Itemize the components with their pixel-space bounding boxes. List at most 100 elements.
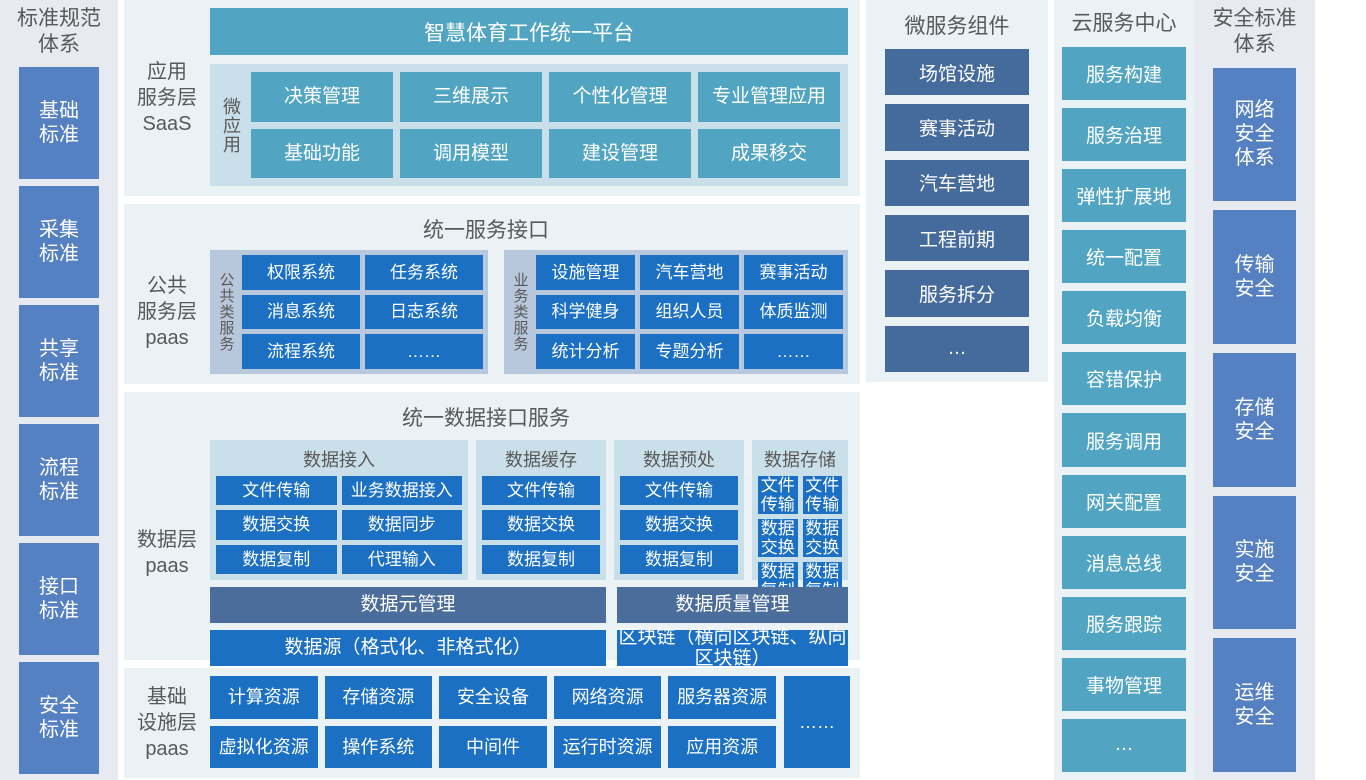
microservice-item-venue[interactable]: 场馆设施 — [885, 49, 1029, 96]
app-tile-personalized[interactable]: 个性化管理 — [549, 72, 691, 122]
infra-tile-compute[interactable]: 计算资源 — [210, 676, 318, 719]
micro-app-vertical-label: 微应用 — [221, 96, 241, 154]
cloud-item-service-build[interactable]: 服务构建 — [1062, 47, 1186, 101]
blockchain-bar[interactable]: 区块链（横向区块链、纵向区块链） — [617, 626, 848, 669]
biz-tile-fitness[interactable]: 科学健身 — [536, 294, 635, 330]
preprocess-tile-file-transfer[interactable]: 文件传输 — [620, 476, 738, 506]
data-quality-management-bar[interactable]: 数据质量管理 — [617, 587, 848, 623]
micro-app-grid: 决策管理 三维展示 个性化管理 专业管理应用 基础功能 调用模型 建设管理 成果… — [251, 72, 840, 178]
microservice-item-more[interactable]: … — [885, 325, 1029, 372]
security-standards-column: 安全标准 体系 网络安全体系 传输安全 存储安全 实施安全 运维安全 — [1194, 0, 1315, 780]
microservice-item-event[interactable]: 赛事活动 — [885, 104, 1029, 151]
app-tile-decision[interactable]: 决策管理 — [251, 72, 393, 122]
storage-tile-data-exchange-2[interactable]: 数据交换 — [802, 519, 842, 558]
security-item-network[interactable]: 网络安全体系 — [1213, 67, 1296, 202]
cloud-column-header: 云服务中心 — [1071, 12, 1177, 35]
biz-tile-topic-analysis[interactable]: 专题分析 — [640, 334, 739, 369]
storage-tile-file-transfer-2[interactable]: 文件传输 — [802, 476, 842, 515]
ingest-tile-business-data[interactable]: 业务数据接入 — [341, 476, 462, 506]
cache-tile-file-transfer[interactable]: 文件传输 — [482, 476, 600, 506]
preprocess-tile-data-exchange[interactable]: 数据交换 — [620, 510, 738, 540]
biz-tile-campsite[interactable]: 汽车营地 — [640, 255, 739, 290]
standards-item-sharing[interactable]: 共享标准 — [19, 304, 99, 417]
public-class-service-group: 公共类服务 权限系统 任务系统 消息系统 日志系统 流程系统 …… — [210, 250, 488, 374]
microservice-item-campsite[interactable]: 汽车营地 — [885, 159, 1029, 206]
ingest-tile-data-exchange[interactable]: 数据交换 — [216, 510, 337, 540]
biz-tile-personnel[interactable]: 组织人员 — [640, 294, 739, 330]
data-source-bar[interactable]: 数据源（格式化、非格式化） — [210, 630, 606, 666]
microservice-item-preproject[interactable]: 工程前期 — [885, 214, 1029, 262]
cloud-item-more[interactable]: … — [1062, 718, 1186, 772]
infra-tile-middleware[interactable]: 中间件 — [439, 725, 547, 768]
cloud-item-gateway-config[interactable]: 网关配置 — [1062, 474, 1186, 528]
public-class-service-vertical-label: 公共类服务 — [217, 272, 235, 352]
security-item-implementation[interactable]: 实施安全 — [1213, 495, 1296, 630]
app-tile-construction[interactable]: 建设管理 — [549, 128, 691, 178]
biz-tile-physique[interactable]: 体质监测 — [744, 294, 843, 330]
standards-item-security[interactable]: 安全标准 — [19, 661, 99, 774]
storage-tile-data-exchange-1[interactable]: 数据交换 — [758, 519, 798, 558]
app-tile-professional[interactable]: 专业管理应用 — [698, 72, 840, 122]
infra-tile-security-device[interactable]: 安全设备 — [439, 676, 547, 719]
pub-tile-task[interactable]: 任务系统 — [365, 255, 483, 290]
cloud-item-service-tracking[interactable]: 服务跟踪 — [1062, 596, 1186, 650]
micro-app-panel: 微应用 决策管理 三维展示 个性化管理 专业管理应用 基础功能 调用模型 建设管… — [210, 64, 848, 186]
app-tile-call-model[interactable]: 调用模型 — [400, 128, 542, 178]
cache-tile-data-exchange[interactable]: 数据交换 — [482, 510, 600, 540]
cloud-item-service-invoke[interactable]: 服务调用 — [1062, 413, 1186, 467]
biz-tile-more[interactable]: …… — [744, 334, 843, 369]
ingest-tile-data-replicate[interactable]: 数据复制 — [216, 544, 337, 574]
microservice-item-service-split[interactable]: 服务拆分 — [885, 270, 1029, 317]
infra-tile-network[interactable]: 网络资源 — [553, 676, 662, 719]
infra-tile-more[interactable]: …… — [784, 676, 850, 768]
security-item-storage[interactable]: 存储安全 — [1213, 352, 1296, 487]
pub-tile-workflow[interactable]: 流程系统 — [242, 334, 360, 369]
biz-tile-event[interactable]: 赛事活动 — [744, 255, 843, 290]
app-tile-handover[interactable]: 成果移交 — [698, 128, 840, 178]
app-tile-basic-function[interactable]: 基础功能 — [251, 128, 393, 178]
data-preprocess-group: 数据预处 文件传输 数据交换 数据复制 — [614, 440, 744, 580]
biz-tile-statistics[interactable]: 统计分析 — [536, 334, 635, 369]
cloud-item-message-bus[interactable]: 消息总线 — [1062, 535, 1186, 589]
infra-tile-runtime[interactable]: 运行时资源 — [553, 725, 662, 768]
standards-item-collection[interactable]: 采集标准 — [19, 185, 99, 298]
ingest-tile-data-sync[interactable]: 数据同步 — [341, 510, 462, 540]
public-service-layer-label: 公共 服务层 paas — [137, 275, 197, 349]
cloud-item-unified-config[interactable]: 统一配置 — [1062, 230, 1186, 284]
standards-item-process[interactable]: 流程标准 — [19, 423, 99, 536]
public-class-service-grid: 权限系统 任务系统 消息系统 日志系统 流程系统 …… — [242, 255, 483, 369]
security-item-operations[interactable]: 运维安全 — [1213, 638, 1296, 773]
standards-item-interface[interactable]: 接口标准 — [19, 542, 99, 655]
infra-tile-storage[interactable]: 存储资源 — [324, 676, 433, 719]
application-service-layer: 应用 服务层 SaaS 智慧体育工作统一平台 微应用 决策管理 三维展示 个性化… — [124, 0, 860, 196]
app-tile-3d-display[interactable]: 三维展示 — [400, 72, 542, 122]
storage-tile-file-transfer-1[interactable]: 文件传输 — [758, 476, 798, 515]
pub-tile-log[interactable]: 日志系统 — [365, 294, 483, 330]
data-ingest-grid: 文件传输 业务数据接入 数据交换 数据同步 数据复制 代理输入 — [216, 476, 462, 574]
data-layer-row: 数据层 paas 数据接入 文件传输 业务数据接入 数据交换 数据同步 — [124, 440, 848, 669]
ingest-tile-agent-input[interactable]: 代理输入 — [341, 544, 462, 574]
pub-tile-more[interactable]: …… — [365, 334, 483, 369]
cloud-item-service-governance[interactable]: 服务治理 — [1062, 108, 1186, 162]
data-preprocess-grid: 文件传输 数据交换 数据复制 — [620, 476, 738, 574]
pub-tile-message[interactable]: 消息系统 — [242, 294, 360, 330]
cloud-service-center-column: 云服务中心 服务构建 服务治理 弹性扩展地 统一配置 负载均衡 容错保护 服务调… — [1048, 0, 1194, 780]
data-ingest-title: 数据接入 — [303, 450, 375, 470]
cache-tile-data-replicate[interactable]: 数据复制 — [482, 544, 600, 574]
infra-tile-server[interactable]: 服务器资源 — [668, 676, 776, 719]
cloud-item-fault-tolerance[interactable]: 容错保护 — [1062, 352, 1186, 406]
infra-tile-os[interactable]: 操作系统 — [324, 725, 433, 768]
biz-tile-facility[interactable]: 设施管理 — [536, 255, 635, 290]
preprocess-tile-data-replicate[interactable]: 数据复制 — [620, 544, 738, 574]
cloud-item-transaction-management[interactable]: 事物管理 — [1062, 657, 1186, 711]
security-item-transmission[interactable]: 传输安全 — [1213, 210, 1296, 344]
infra-tile-virtualization[interactable]: 虚拟化资源 — [210, 725, 318, 768]
unified-platform-banner[interactable]: 智慧体育工作统一平台 — [210, 8, 848, 55]
metadata-management-bar[interactable]: 数据元管理 — [210, 587, 606, 623]
cloud-item-load-balance[interactable]: 负载均衡 — [1062, 291, 1186, 345]
cloud-item-elastic-scaling[interactable]: 弹性扩展地 — [1062, 169, 1186, 223]
infra-tile-application-resource[interactable]: 应用资源 — [668, 725, 776, 768]
standards-item-basic[interactable]: 基础标准 — [19, 66, 99, 179]
pub-tile-permission[interactable]: 权限系统 — [242, 255, 360, 290]
ingest-tile-file-transfer[interactable]: 文件传输 — [216, 476, 337, 506]
